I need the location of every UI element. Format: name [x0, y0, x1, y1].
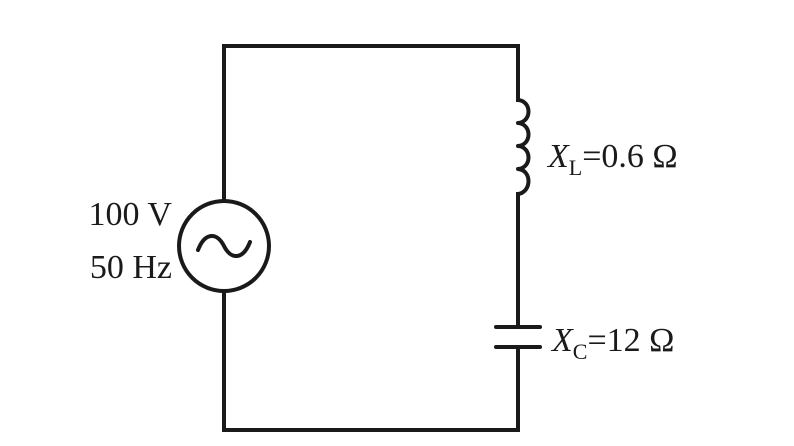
ac-source-circle: [177, 199, 271, 293]
inductor-coil: [516, 98, 531, 196]
ac-source: [177, 199, 271, 293]
capacitor-symbol: X: [552, 322, 573, 359]
capacitor-value: =12 Ω: [587, 322, 675, 359]
capacitor-label: XC=12 Ω: [552, 322, 675, 363]
source-voltage-label: 100 V: [88, 196, 172, 233]
inductor-label: XL=0.6 Ω: [548, 138, 678, 179]
inductor-value: =0.6 Ω: [582, 138, 678, 175]
inductor-symbol: X: [548, 138, 569, 175]
capacitor-subscript: C: [572, 339, 588, 364]
source-frequency-label: 50 Hz: [89, 249, 172, 286]
inductor: [516, 98, 531, 196]
inductor-subscript: L: [568, 155, 583, 180]
capacitor: [494, 325, 542, 349]
sine-wave-icon: [196, 234, 252, 258]
